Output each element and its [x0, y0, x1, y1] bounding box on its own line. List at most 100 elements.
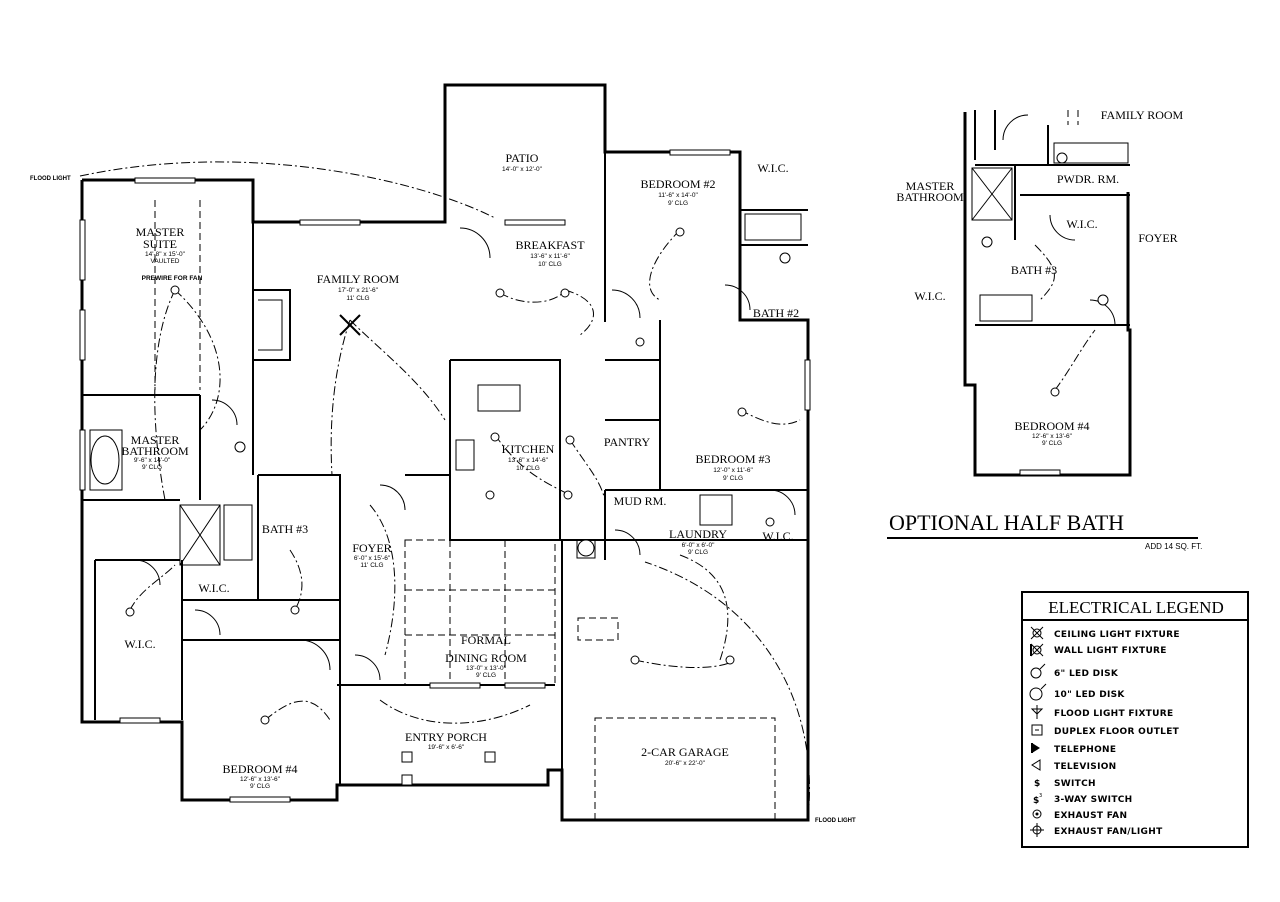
three-way-switch-icon: $ 3 [1033, 793, 1042, 806]
legend-item-label: TELEVISION [1054, 762, 1117, 772]
master-bathroom-dims: 9'-6" x 14'-0" [134, 457, 171, 464]
legend-item-label: WALL LIGHT FIXTURE [1054, 646, 1167, 656]
kitchen-label: KITCHEN [502, 442, 555, 456]
bedroom3-label: BEDROOM #3 [695, 452, 770, 466]
master-suite-ceiling: VAULTED [150, 258, 179, 265]
bedroom4-ceiling: 9' CLG [250, 783, 270, 790]
bath3-label: BATH #3 [262, 522, 308, 536]
master-suite-fan-note: PREWIRE FOR FAN [142, 275, 203, 282]
opt-wic-small-label: W.I.C. [1066, 217, 1097, 231]
telephone-icon [1031, 743, 1040, 753]
optional-title-block: OPTIONAL HALF BATH ADD 14 SQ. FT. [887, 510, 1202, 551]
optional-subtitle: ADD 14 SQ. FT. [1145, 542, 1202, 551]
pantry-label: PANTRY [604, 435, 651, 449]
wall-light-icon [1030, 643, 1044, 657]
wic-master-label: W.I.C. [124, 637, 155, 651]
legend-item-label: SWITCH [1054, 779, 1096, 789]
television-icon [1031, 759, 1041, 771]
master-bathroom-ceiling: 9' CLG [142, 464, 162, 471]
opt-bath3-label: BATH #3 [1011, 263, 1057, 277]
opt-bedroom4-dims: 12'-6" x 13'-6" [1032, 433, 1073, 440]
wiring-runs [79, 161, 810, 819]
opt-wic-left-label: W.I.C. [914, 289, 945, 303]
formal-dining-dims: 13'-0" x 13'-0" [466, 665, 507, 672]
breakfast-label: BREAKFAST [515, 238, 585, 252]
opt-foyer-label: FOYER [1138, 231, 1177, 245]
bath2-label: BATH #2 [753, 306, 799, 320]
garage-dims: 20'-6" x 22'-0" [665, 760, 706, 767]
patio-label: PATIO [506, 151, 539, 165]
kitchen-ceiling: 10' CLG [516, 465, 540, 472]
bedroom2-label: BEDROOM #2 [640, 177, 715, 191]
opt-master-bath-label-2: BATHROOM [896, 190, 964, 204]
laundry-label: LAUNDRY [669, 527, 727, 541]
bedroom2-ceiling: 9' CLG [668, 200, 688, 207]
foyer-label: FOYER [352, 541, 391, 555]
bedroom3-dims: 12'-0" x 11'-6" [713, 467, 753, 474]
formal-dining-label-1: FORMAL [461, 633, 511, 647]
bedroom4-dims: 12'-6" x 13'-6" [240, 776, 281, 783]
wic-bed2-label: W.I.C. [757, 161, 788, 175]
legend-item-label: 6" LED DISK [1054, 669, 1119, 679]
opt-bedroom4-label: BEDROOM #4 [1014, 419, 1089, 433]
legend-item-label: 3-WAY SWITCH [1054, 795, 1133, 805]
foyer-dims: 6'-0" x 15'-6" [354, 555, 391, 562]
legend-item-label: FLOOD LIGHT FIXTURE [1054, 709, 1173, 719]
exhaust-fan-light-icon [1030, 823, 1044, 837]
entry-porch-label: ENTRY PORCH [405, 730, 487, 744]
bedroom4-label: BEDROOM #4 [222, 762, 297, 776]
family-room-label: FAMILY ROOM [317, 272, 400, 286]
main-plan-labels: FLOOD LIGHT FLOOD LIGHT PATIO 14'-0" x 1… [30, 151, 856, 824]
led-disk-10-icon [1029, 683, 1047, 701]
family-room-ceiling: 11' CLG [346, 295, 369, 302]
opt-master-bath-label-1: MASTER [906, 179, 955, 193]
opt-pwdr-label: PWDR. RM. [1057, 172, 1119, 186]
exhaust-fan-icon [1032, 809, 1042, 819]
bedroom3-ceiling: 9' CLG [723, 475, 743, 482]
flood-light-icon [1030, 705, 1044, 719]
legend-item-label: EXHAUST FAN [1054, 811, 1127, 821]
breakfast-ceiling: 10' CLG [538, 261, 562, 268]
kitchen-dims: 13'-6" x 14'-6" [508, 457, 549, 464]
master-suite-dims: 14'-8" x 15'-0" [145, 251, 186, 258]
master-suite-label-2: SUITE [143, 237, 177, 251]
formal-dining-label-2: DINING ROOM [445, 651, 527, 665]
family-room-dims: 17'-0" x 21'-6" [338, 287, 379, 294]
master-suite-label-1: MASTER [136, 225, 185, 239]
garage-label: 2-CAR GARAGE [641, 745, 729, 759]
legend-item-label: 10" LED DISK [1054, 690, 1125, 700]
svg-text:$: $ [1033, 796, 1039, 806]
entry-porch-dims: 19'-6" x 6'-6" [428, 744, 465, 751]
wic-bed3-label: W.I.C. [762, 529, 793, 543]
laundry-dims: 6'-0" x 6'-0" [682, 542, 715, 549]
window-marks [79, 149, 811, 803]
optional-half-bath-plan: FAMILY ROOM MASTER BATHROOM PWDR. RM. W.… [896, 108, 1184, 477]
formal-dining-ceiling: 9' CLG [476, 672, 496, 679]
floor-outlet-icon [1031, 724, 1043, 736]
fixture-marks [125, 227, 791, 725]
patio-dims: 14'-0" x 12'-0" [502, 166, 543, 173]
foyer-ceiling: 11' CLG [360, 562, 383, 569]
legend-item-label: DUPLEX FLOOR OUTLET [1054, 727, 1180, 737]
switch-icon: $ [1034, 779, 1040, 789]
breakfast-dims: 13'-6" x 11'-6" [530, 253, 570, 260]
ceiling-light-icon [1030, 626, 1044, 640]
wic-bed4-label: W.I.C. [198, 581, 229, 595]
bedroom2-dims: 11'-6" x 14'-0" [658, 192, 698, 199]
main-plan-walls [79, 83, 811, 822]
legend-title: ELECTRICAL LEGEND [1048, 598, 1223, 617]
flood-light-label-top: FLOOD LIGHT [30, 176, 71, 182]
legend-item-label: TELEPHONE [1054, 745, 1116, 755]
opt-bedroom4-ceiling: 9' CLG [1042, 440, 1062, 447]
optional-title: OPTIONAL HALF BATH [889, 510, 1124, 535]
mud-room-label: MUD RM. [614, 494, 667, 508]
laundry-ceiling: 9' CLG [688, 549, 708, 556]
legend-item-label: EXHAUST FAN/LIGHT [1054, 827, 1163, 837]
led-disk-6-icon [1030, 663, 1046, 679]
svg-text:3: 3 [1039, 793, 1042, 799]
opt-family-room-label: FAMILY ROOM [1101, 108, 1184, 122]
svg-text:$: $ [1034, 779, 1040, 789]
legend-item-label: CEILING LIGHT FIXTURE [1054, 630, 1180, 640]
master-bathroom-label-1: MASTER [131, 433, 180, 447]
